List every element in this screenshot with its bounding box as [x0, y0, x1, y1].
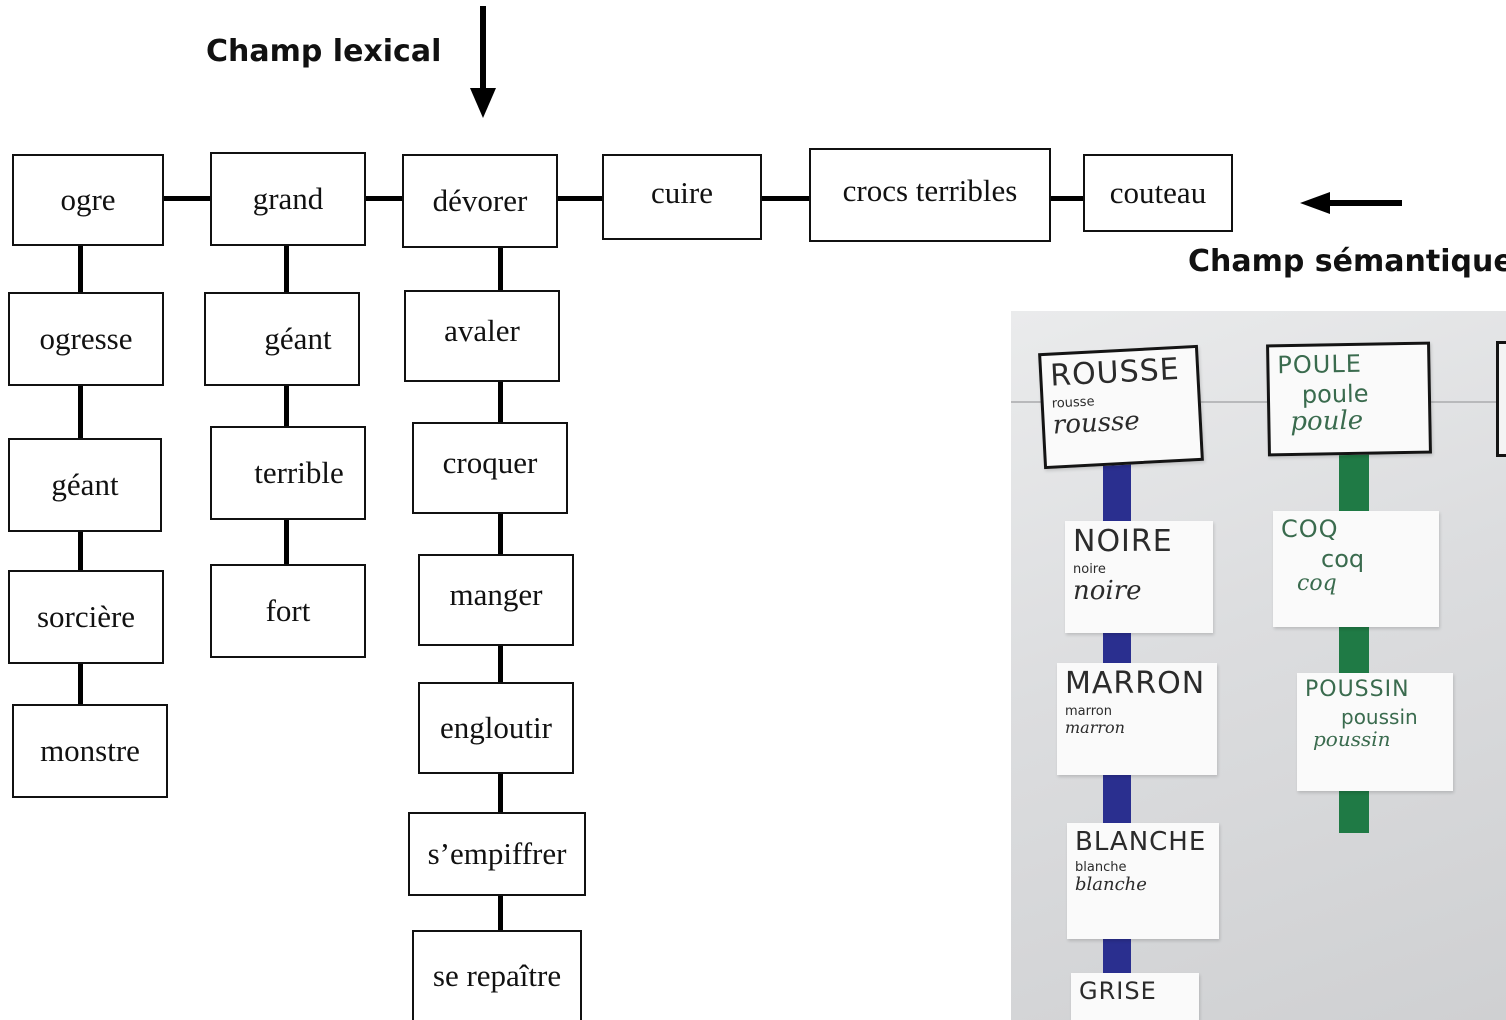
word-box-ogresse: ogresse — [8, 292, 164, 386]
word-box-couteau: couteau — [1083, 154, 1233, 232]
connector — [558, 196, 602, 201]
arrow-left-icon — [1300, 192, 1402, 214]
card-grise: GRISE — [1071, 973, 1199, 1020]
lexical-field-heading: Champ lexical — [206, 34, 442, 69]
word-box-se-repaitre: se repaître — [412, 930, 582, 1020]
word-box-cuire: cuire — [602, 154, 762, 240]
display-wire — [1011, 401, 1506, 403]
word-box-manger: manger — [418, 554, 574, 646]
card-rousse: ROUSSE rousse rousse — [1038, 344, 1204, 470]
arrow-down-icon — [470, 6, 496, 118]
connector — [284, 246, 289, 292]
classroom-photo: ROUSSE rousse rousse NOIRE noire noire M… — [1011, 311, 1506, 1020]
word-box-fort: fort — [210, 564, 366, 658]
connector — [78, 386, 83, 438]
card-poule: POULE poule poule — [1266, 341, 1432, 457]
word-box-ogre: ogre — [12, 154, 164, 246]
connector — [498, 646, 503, 682]
connector — [498, 514, 503, 554]
semantic-field-heading: Champ sémantique — [1188, 244, 1506, 279]
word-box-crocs-terribles: crocs terribles — [809, 148, 1051, 242]
connector — [284, 520, 289, 564]
connector — [78, 664, 83, 704]
word-box-avaler: avaler — [404, 290, 560, 382]
connector — [1051, 196, 1083, 201]
word-box-geant: géant — [8, 438, 162, 532]
word-box-croquer: croquer — [412, 422, 568, 514]
card-noire: NOIRE noire noire — [1065, 521, 1213, 633]
word-box-sempiffrer: s’empiffrer — [408, 812, 586, 896]
connector — [366, 196, 402, 201]
partial-card — [1496, 341, 1506, 457]
word-box-sorciere: sorcière — [8, 570, 164, 664]
connector — [78, 246, 83, 292]
word-box-grand: grand — [210, 152, 366, 246]
connector — [498, 896, 503, 930]
card-blanche: BLANCHE blanche blanche — [1067, 823, 1219, 939]
word-box-geant-2: géant — [204, 292, 360, 386]
connector — [498, 248, 503, 290]
connector — [164, 196, 210, 201]
word-box-monstre: monstre — [12, 704, 168, 798]
card-coq: COQ coq coq — [1273, 511, 1439, 627]
connector — [284, 386, 289, 426]
connector — [762, 196, 810, 201]
card-marron: MARRON marron marron — [1057, 663, 1217, 775]
word-box-engloutir: engloutir — [418, 682, 574, 774]
card-poussin: POUSSIN poussin poussin — [1297, 673, 1453, 791]
connector — [498, 774, 503, 812]
connector — [78, 532, 83, 570]
word-box-terrible: terrible — [210, 426, 366, 520]
connector — [498, 382, 503, 422]
word-box-devorer: dévorer — [402, 154, 558, 248]
